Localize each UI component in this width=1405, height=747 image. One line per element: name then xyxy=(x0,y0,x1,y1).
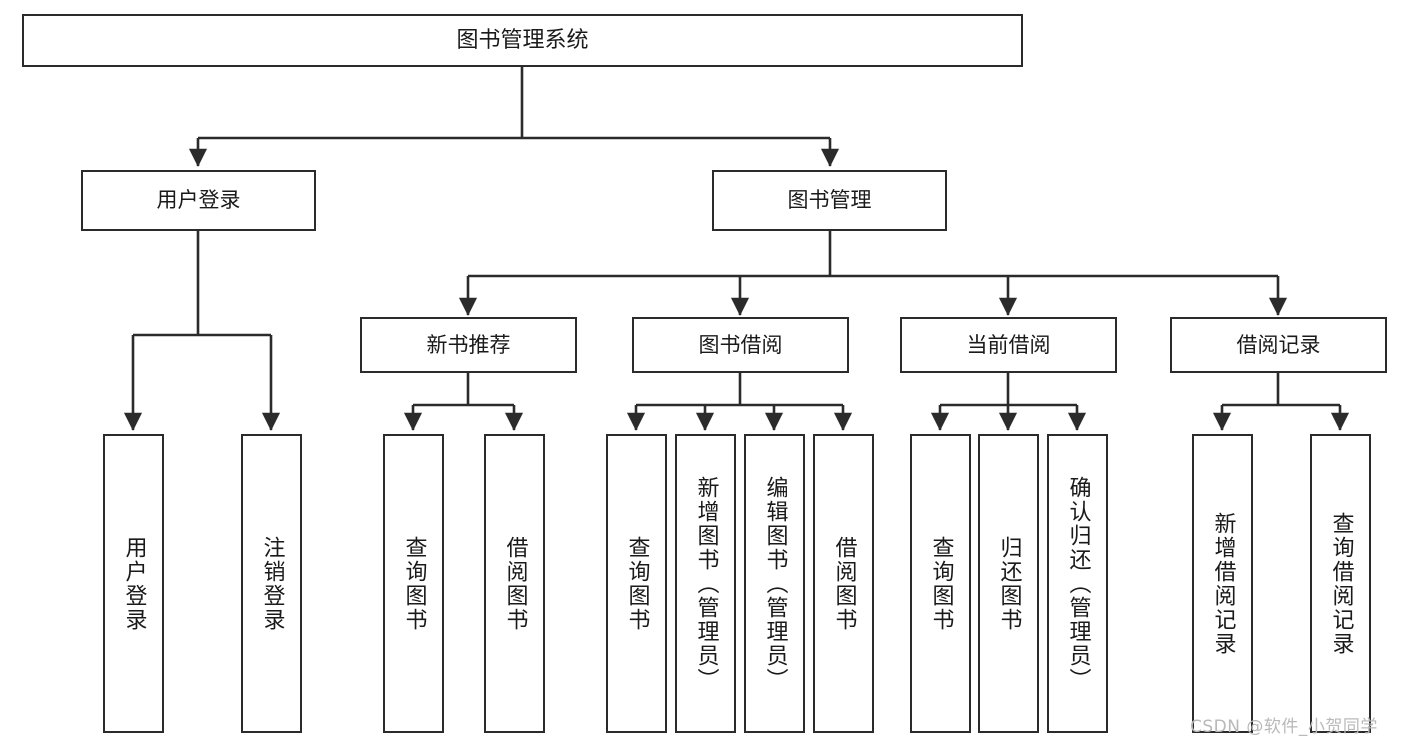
node-leaf-borrow-book[interactable]: 借阅图书 xyxy=(813,434,874,733)
node-book-borrow[interactable]: 图书借阅 xyxy=(632,317,849,373)
node-label: 新增借阅记录 xyxy=(1210,511,1236,656)
node-leaf-query-book-current[interactable]: 查询图书 xyxy=(910,434,971,733)
node-label: 新增图书（管理员） xyxy=(693,475,719,692)
node-label: 当前借阅 xyxy=(966,332,1051,357)
node-label: 用户登录 xyxy=(156,188,241,213)
watermark: CSDN @软件_小贺同学 xyxy=(1190,717,1378,737)
node-leaf-borrow-book-recommend[interactable]: 借阅图书 xyxy=(484,434,545,733)
node-book-management[interactable]: 图书管理 xyxy=(712,170,947,231)
node-leaf-add-book-admin[interactable]: 新增图书（管理员） xyxy=(675,434,736,733)
node-label: 借阅记录 xyxy=(1236,332,1321,357)
node-label: 新书推荐 xyxy=(426,332,511,357)
node-label: 注销登录 xyxy=(259,535,285,632)
node-label: 借阅图书 xyxy=(831,535,857,632)
node-label: 查询图书 xyxy=(928,535,954,632)
node-label: 查询图书 xyxy=(401,535,427,632)
node-leaf-confirm-return-admin[interactable]: 确认归还（管理员） xyxy=(1047,434,1108,733)
node-leaf-query-book-recommend[interactable]: 查询图书 xyxy=(383,434,444,733)
node-leaf-add-borrow-record[interactable]: 新增借阅记录 xyxy=(1192,434,1253,733)
node-root-book-management-system[interactable]: 图书管理系统 xyxy=(22,14,1023,67)
node-user-login[interactable]: 用户登录 xyxy=(81,170,316,231)
node-borrow-record[interactable]: 借阅记录 xyxy=(1170,317,1387,373)
node-label: 借阅图书 xyxy=(502,535,528,632)
node-leaf-edit-book-admin[interactable]: 编辑图书（管理员） xyxy=(744,434,805,733)
node-leaf-return-book[interactable]: 归还图书 xyxy=(978,434,1039,733)
node-leaf-user-login[interactable]: 用户登录 xyxy=(103,434,164,733)
node-label: 查询图书 xyxy=(624,535,650,632)
node-label: 归还图书 xyxy=(996,535,1022,632)
node-label: 用户登录 xyxy=(121,535,147,632)
node-label: 查询借阅记录 xyxy=(1328,511,1354,656)
node-new-book-recommend[interactable]: 新书推荐 xyxy=(360,317,577,373)
node-label: 图书管理系统 xyxy=(456,27,589,53)
node-label: 图书管理 xyxy=(787,188,872,213)
node-leaf-user-logout[interactable]: 注销登录 xyxy=(241,434,302,733)
node-label: 确认归还（管理员） xyxy=(1065,475,1091,692)
node-leaf-query-borrow-record[interactable]: 查询借阅记录 xyxy=(1310,434,1371,733)
node-label: 图书借阅 xyxy=(698,332,783,357)
node-label: 编辑图书（管理员） xyxy=(762,475,788,692)
node-leaf-query-book-borrow[interactable]: 查询图书 xyxy=(606,434,667,733)
node-current-borrow[interactable]: 当前借阅 xyxy=(900,317,1117,373)
